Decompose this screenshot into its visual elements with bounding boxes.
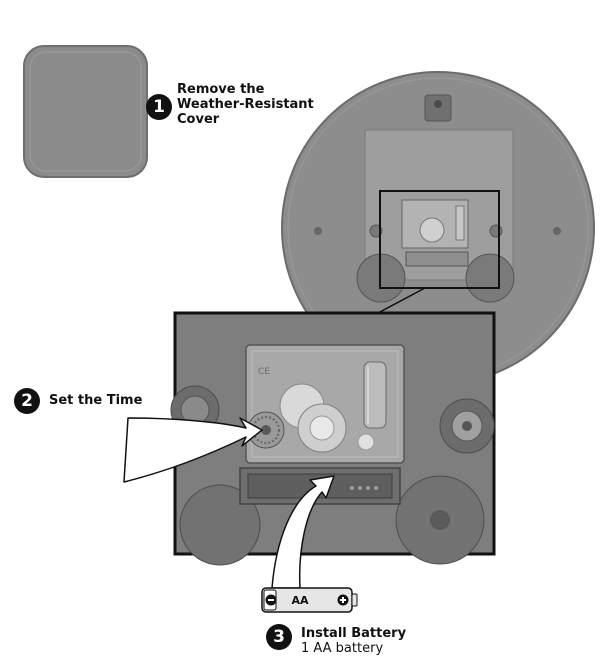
weather-resistant-cover	[23, 45, 148, 178]
step-1-label: Remove the Weather-Resistant Cover	[177, 82, 314, 127]
step-2-label: Set the Time	[49, 393, 143, 408]
svg-text:CE: CE	[258, 367, 270, 377]
set-time-arrow	[123, 417, 263, 483]
time-set-wheel	[247, 411, 285, 449]
step-3-sublabel: 1 AA battery	[301, 641, 384, 656]
aa-battery-icon: AA	[261, 587, 358, 613]
step-3-number: 3	[266, 624, 292, 650]
install-battery-arrow	[271, 475, 335, 589]
step-2-number: 2	[14, 388, 40, 414]
battery-label: AA	[291, 594, 309, 607]
clock-back	[281, 71, 595, 385]
step-1-number: 1	[146, 94, 172, 120]
step-3-label: Install Battery	[301, 626, 407, 641]
